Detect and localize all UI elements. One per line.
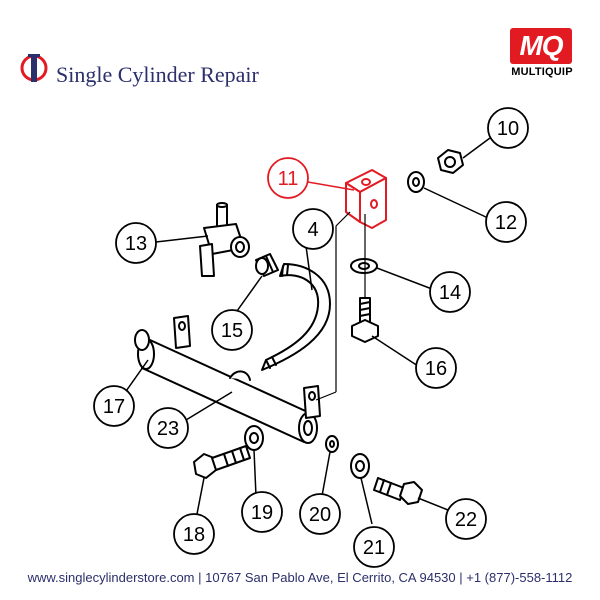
callout-11: 11 (267, 157, 309, 199)
part-bracket (345, 169, 387, 229)
callout-label: 10 (497, 118, 519, 140)
callout-label: 14 (439, 282, 461, 304)
part-lock-washer (350, 258, 378, 274)
multiquip-logo: MQ MULTIQUIP (502, 28, 582, 84)
assembly-lines (315, 211, 366, 401)
mq-logo-mark: MQ (510, 28, 572, 64)
part-bolt-lower-right (373, 477, 423, 505)
callout-label: 12 (495, 212, 517, 234)
callout-16: 16 (415, 347, 457, 389)
callout-19: 19 (241, 491, 283, 533)
callout-label: 11 (278, 168, 299, 190)
callout-4: 4 (292, 208, 334, 250)
cylinder-logo-icon (20, 54, 48, 82)
callout-circle (267, 157, 309, 199)
callout-leaders (123, 137, 491, 525)
callout-circle (211, 309, 253, 351)
callout-15: 15 (211, 309, 253, 351)
part-pipe-tab-right (303, 385, 321, 419)
callout-13: 13 (115, 222, 157, 264)
part-fuel-hose (261, 263, 331, 371)
callout-label: 23 (157, 418, 179, 440)
callout-22: 22 (445, 498, 487, 540)
callout-label: 16 (425, 358, 447, 380)
footer-contact: www.singlecylinderstore.com | 10767 San … (27, 570, 573, 585)
callout-label: 21 (363, 537, 385, 559)
part-fuel-valve (199, 202, 250, 277)
callout-23: 23 (147, 407, 189, 449)
part-nut (437, 149, 464, 174)
callout-circle (487, 107, 529, 149)
callout-circle (353, 526, 395, 568)
mq-logo-name: MULTIQUIP (511, 66, 573, 78)
callout-12: 12 (485, 201, 527, 243)
callout-circle (147, 407, 189, 449)
callout-18: 18 (173, 513, 215, 555)
callout-circle (445, 498, 487, 540)
part-hose-fitting (255, 253, 279, 277)
callout-21: 21 (353, 526, 395, 568)
callout-label: 4 (307, 219, 318, 241)
callout-label: 19 (251, 502, 273, 524)
part-washer-upper (407, 171, 425, 193)
callout-label: 15 (221, 320, 243, 342)
callout-circle (299, 493, 341, 535)
callout-17: 17 (93, 385, 135, 427)
part-washer-right (350, 453, 370, 479)
callout-circle (415, 347, 457, 389)
callout-20: 20 (299, 493, 341, 535)
callout-10: 10 (487, 107, 529, 149)
callout-circle (485, 201, 527, 243)
callout-label: 17 (103, 396, 125, 418)
callout-14: 14 (429, 271, 471, 313)
callout-circle (241, 491, 283, 533)
part-washer-left (244, 425, 264, 451)
callout-label: 20 (309, 504, 331, 526)
part-bolt-lower-left (193, 445, 251, 479)
callout-group: 10 11 12 13 4 14 15 16 17 23 18 19 20 21 22 (93, 107, 529, 568)
callout-label: 18 (183, 524, 205, 546)
part-bolt-upper (351, 297, 379, 343)
callout-circle (93, 385, 135, 427)
brand-name: Single Cylinder Repair (56, 62, 259, 87)
part-pipe-tab-left (173, 315, 191, 349)
part-washer-small (325, 435, 339, 453)
brand-logo: Single Cylinder Repair (20, 48, 280, 88)
callout-circle (115, 222, 157, 264)
callout-label: 13 (125, 233, 147, 255)
callout-label: 22 (455, 509, 477, 531)
callout-circle (292, 208, 334, 250)
callout-circle (429, 271, 471, 313)
part-pipe-plug (134, 329, 150, 351)
callout-circle (173, 513, 215, 555)
